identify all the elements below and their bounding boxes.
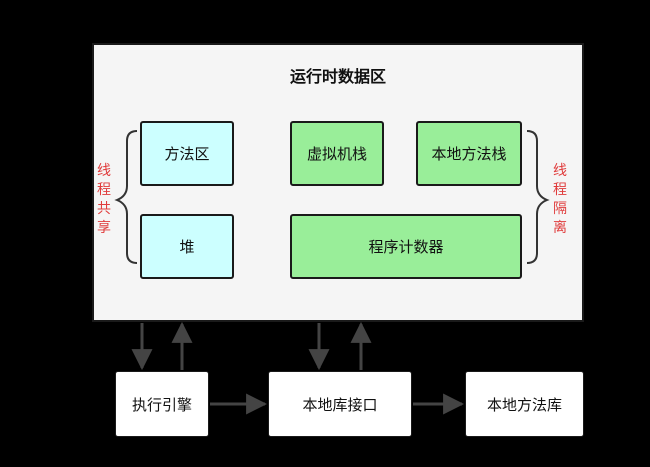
native-library-box: 本地方法库 <box>465 371 584 437</box>
vm-stack-box: 虚拟机栈 <box>290 121 384 186</box>
execution-engine-box: 执行引擎 <box>115 371 209 437</box>
thread-isolated-label: 线程隔离 <box>553 163 567 236</box>
thread-shared-label: 线程共享 <box>97 163 111 236</box>
runtime-data-area-title: 运行时数据区 <box>289 67 386 86</box>
native-interface-box: 本地库接口 <box>268 371 412 437</box>
native-method-stack-box: 本地方法栈 <box>416 121 522 186</box>
pc-register-box: 程序计数器 <box>290 214 522 279</box>
left-brace <box>114 130 138 264</box>
method-area-box: 方法区 <box>140 121 234 186</box>
right-brace <box>526 130 550 264</box>
heap-box: 堆 <box>140 214 234 279</box>
